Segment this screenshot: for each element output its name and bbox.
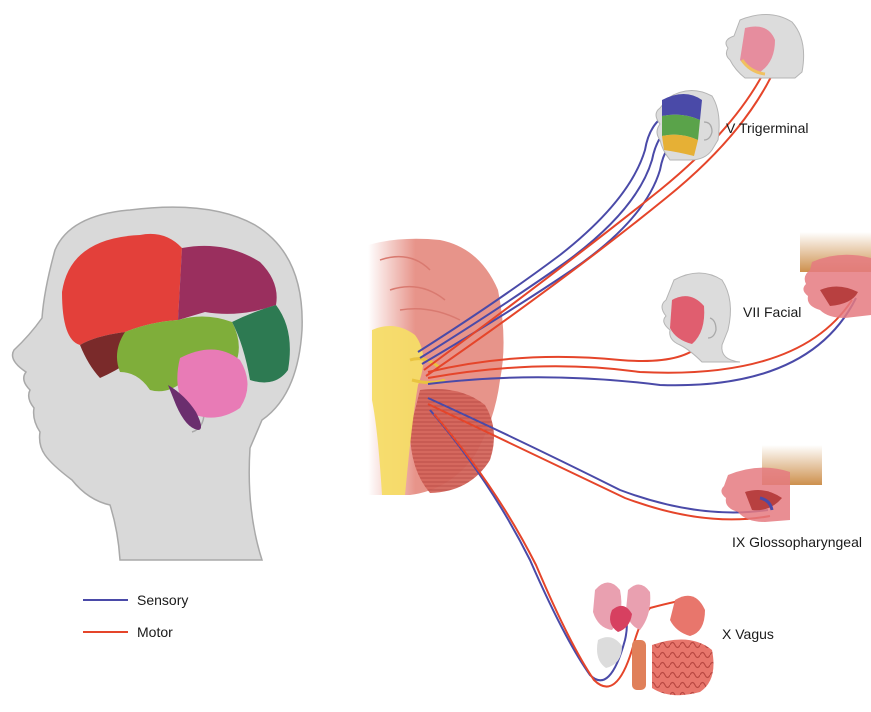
vagus-organs	[593, 583, 714, 696]
label-facial: VII Facial	[743, 304, 801, 320]
colon-icon	[632, 640, 646, 690]
label-vagus: X Vagus	[722, 626, 774, 642]
label-glossopharyngeal: IX Glossopharyngeal	[732, 534, 862, 550]
head-trigeminal	[656, 90, 719, 160]
brain-basal-view	[368, 239, 504, 495]
label-trigeminal: V Trigerminal	[726, 120, 808, 136]
head-facial	[662, 273, 740, 362]
head-glossopharyngeal	[721, 445, 822, 522]
head-facial-taste	[800, 232, 871, 318]
liver-icon	[597, 637, 622, 668]
stomach-icon	[670, 596, 705, 636]
legend-sensory-label: Sensory	[137, 592, 188, 608]
head-trigeminal-motor	[726, 14, 804, 78]
intestines-icon	[652, 640, 714, 696]
legend-motor-label: Motor	[137, 624, 173, 640]
